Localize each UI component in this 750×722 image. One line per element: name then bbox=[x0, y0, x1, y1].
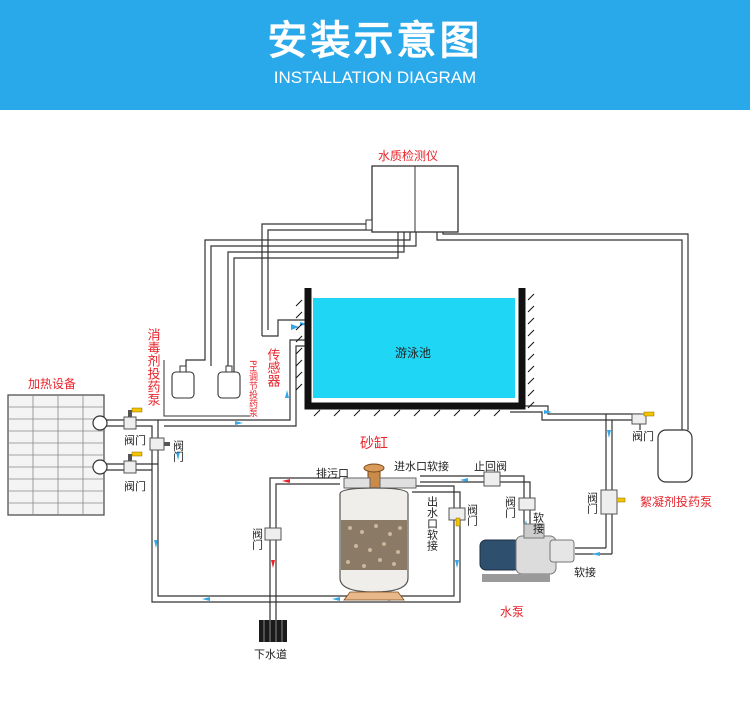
disinfectant-pump-label: 消毒剂投药泵 bbox=[145, 328, 161, 406]
flocculant-valve-label: 阀门 bbox=[632, 429, 654, 443]
water-pump bbox=[479, 523, 575, 582]
dosing-area bbox=[163, 360, 250, 417]
flocculant-tank bbox=[657, 429, 693, 483]
heater-valve-upper-label: 阀门 bbox=[124, 433, 146, 447]
pump-inlet-valve[interactable] bbox=[518, 497, 536, 511]
flocculant-pump-label: 絮凝剂投药泵 bbox=[640, 494, 712, 509]
sensor-label: 传感器 bbox=[265, 348, 281, 388]
pump-label: 水泵 bbox=[500, 605, 524, 619]
check-valve[interactable] bbox=[483, 471, 501, 487]
drain-valve[interactable] bbox=[264, 527, 282, 541]
pool-label: 游泳池 bbox=[395, 346, 431, 360]
flocculant-valve[interactable] bbox=[631, 411, 655, 425]
right-valve[interactable] bbox=[600, 489, 626, 515]
sewer-label: 下水道 bbox=[254, 647, 287, 661]
heater bbox=[7, 394, 108, 516]
ph-pump-label: PH调节投药泵 bbox=[247, 360, 258, 417]
page-subtitle: INSTALLATION DIAGRAM bbox=[273, 68, 477, 87]
sewer-grate bbox=[259, 620, 287, 642]
drain-port-label: 排污口 bbox=[316, 466, 349, 480]
pipe-network bbox=[102, 223, 689, 622]
heater-label: 加热设备 bbox=[28, 377, 76, 391]
sand-filter-label: 砂缸 bbox=[360, 435, 388, 452]
sand-filter bbox=[339, 463, 417, 601]
inlet-hose-label: 进水口软接 bbox=[394, 459, 449, 473]
bypass-valve[interactable] bbox=[149, 437, 170, 451]
bypass-valve-label: 阀门 bbox=[172, 439, 185, 463]
swimming-pool bbox=[295, 288, 535, 417]
installation-diagram: 水质检测仪 游泳池 bbox=[7, 148, 712, 661]
heater-valve-lower-label: 阀门 bbox=[124, 479, 146, 493]
header-banner: 安装示意图 INSTALLATION DIAGRAM bbox=[0, 0, 750, 110]
outlet-valve-label: 阀门 bbox=[466, 503, 479, 527]
outlet-valve[interactable] bbox=[448, 507, 466, 527]
water-quality-detector bbox=[365, 165, 459, 233]
water-quality-detector-label: 水质检测仪 bbox=[378, 148, 438, 163]
drain-valve-label: 阀门 bbox=[251, 527, 264, 551]
heater-valve-upper[interactable] bbox=[123, 407, 143, 430]
pump-hose-label: 软接 bbox=[532, 511, 545, 535]
drain-arrows bbox=[271, 479, 290, 568]
check-valve-label: 止回阀 bbox=[474, 459, 507, 473]
pump-inlet-valve-label: 阀门 bbox=[504, 495, 517, 519]
page-title: 安装示意图 bbox=[267, 18, 483, 64]
right-hose-label: 软接 bbox=[574, 565, 596, 579]
outlet-hose-label: 出水口软接 bbox=[426, 495, 439, 552]
heater-valve-lower[interactable] bbox=[123, 451, 143, 474]
right-valve-label: 阀门 bbox=[586, 491, 599, 515]
